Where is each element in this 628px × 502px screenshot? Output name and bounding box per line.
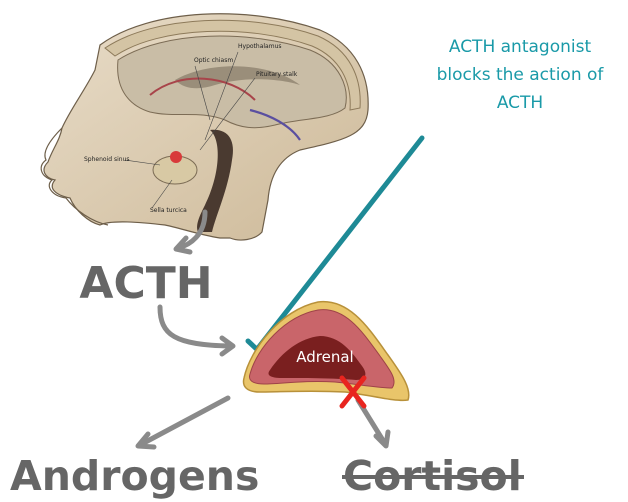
antagonist-note: ACTH antagonist blocks the action of ACT…: [437, 37, 605, 113]
arrow-to-androgens: [140, 398, 228, 445]
label-sphenoid-sinus: Sphenoid sinus: [84, 156, 130, 163]
arrow-acth-to-adrenal: [160, 307, 230, 346]
adrenal-label: Adrenal: [296, 348, 353, 366]
label-pituitary-stalk: Pituitary stalk: [256, 71, 298, 78]
note-line-1: ACTH antagonist: [449, 37, 592, 57]
androgens-label: Androgens: [10, 452, 259, 500]
note-line-3: ACTH: [497, 93, 543, 113]
adrenal-gland: Adrenal: [244, 302, 409, 401]
label-sella-turcica: Sella turcica: [150, 207, 187, 214]
pituitary-gland: [170, 151, 182, 163]
label-hypothalamus: Hypothalamus: [238, 43, 282, 50]
label-optic-chiasm: Optic chiasm: [194, 57, 233, 64]
acth-label: ACTH: [79, 258, 212, 309]
head-illustration: Hypothalamus Optic chiasm Pituitary stal…: [41, 14, 368, 240]
note-line-2: blocks the action of: [437, 65, 605, 85]
